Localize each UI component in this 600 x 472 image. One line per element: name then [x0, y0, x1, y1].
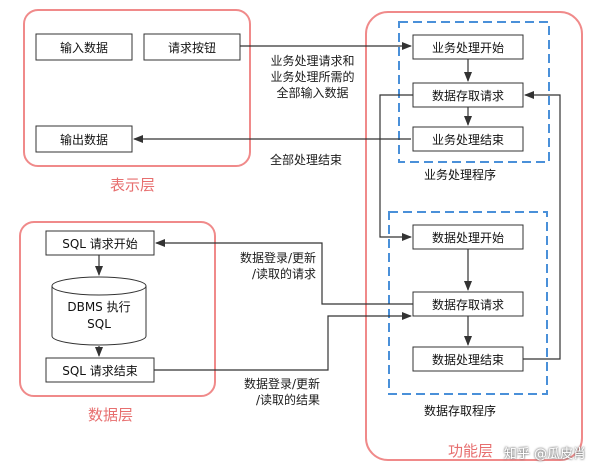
data-end-box: [412, 346, 524, 372]
presentation-layer-title: 表示层: [110, 176, 156, 194]
input-data-box: [35, 33, 133, 61]
login-request-line1: 数据登录/更新: [239, 251, 316, 265]
business-to-data-arrow: [379, 94, 413, 241]
login-result-line2: /读取的结果: [255, 393, 320, 407]
data-start-box: [412, 224, 524, 250]
sql-end-label: SQL 请求结束: [62, 363, 138, 378]
data-access-label: 数据存取请求: [431, 297, 504, 312]
request-label-line2: 业务处理所需的: [270, 70, 355, 84]
dbms-cylinder: [51, 276, 147, 346]
data-layer-container: [19, 221, 216, 397]
request-button-label: 请求按钮: [167, 40, 216, 55]
business-start-label: 业务处理开始: [431, 40, 504, 55]
request-button-box: [143, 33, 241, 61]
watermark: 知乎 @瓜皮肖: [503, 447, 586, 462]
all-done-label: 全部处理结束: [270, 153, 343, 167]
request-label-line1: 业务处理请求和: [270, 54, 355, 68]
data-start-label: 数据处理开始: [431, 230, 504, 245]
input-data-label: 输入数据: [59, 40, 108, 55]
login-request-line2: /读取的请求: [251, 267, 316, 281]
data-return-arrow: [523, 91, 561, 360]
login-result-line1: 数据登录/更新: [243, 377, 320, 391]
function-layer-container: [365, 11, 583, 461]
sql-start-label: SQL 请求开始: [62, 236, 138, 251]
business-access-label: 数据存取请求: [431, 88, 504, 103]
sql-start-box: [45, 230, 155, 256]
dbms-line1: DBMS 执行: [67, 299, 131, 314]
function-layer-title: 功能层: [448, 442, 494, 460]
business-end-label: 业务处理结束: [431, 132, 504, 147]
output-data-box: [35, 125, 133, 153]
business-program-group: [398, 21, 550, 163]
sql-request-arrow: [155, 239, 413, 305]
sql-end-box: [45, 357, 155, 383]
data-end-label: 数据处理结束: [431, 352, 504, 367]
data-program-caption: 数据存取程序: [424, 404, 497, 418]
request-label-line3: 全部输入数据: [276, 86, 349, 100]
output-data-label: 输出数据: [59, 132, 108, 147]
business-program-caption: 业务处理程序: [424, 168, 497, 182]
business-end-box: [412, 126, 524, 152]
data-access-box: [412, 291, 524, 317]
sql-result-arrow: [154, 312, 412, 371]
presentation-layer-container: [23, 9, 251, 167]
data-access-program-group: [388, 211, 548, 395]
data-layer-title: 数据层: [88, 406, 134, 424]
dbms-line2: SQL: [87, 317, 111, 331]
